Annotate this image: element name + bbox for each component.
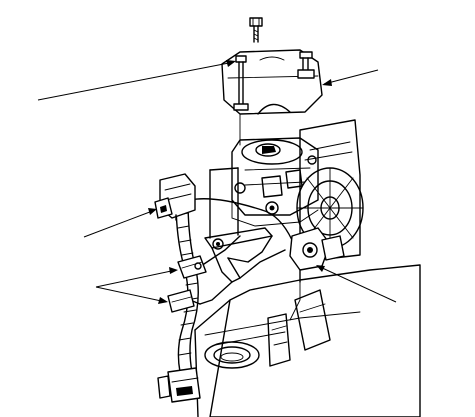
leader-clamp-upper [95,269,177,288]
leader-bracket [317,265,397,303]
leader-connector [83,209,156,238]
clamp-bracket [189,167,286,305]
sensor-unit [289,227,345,283]
leader-clamp-lower [95,286,167,303]
distributor-body [231,137,319,227]
leader-cover [323,69,379,85]
distributor-cover [221,49,323,146]
wire-harness [175,198,301,373]
cover-mounting-bolt [249,17,263,43]
cover-bolt-right [297,51,315,79]
harness-clamp-lower [167,289,195,313]
harness-connector [154,173,196,221]
leader-cover-bolt [37,61,235,101]
cover-bolt-left [233,55,249,111]
oil-filler-ring [204,341,260,369]
lower-connector [157,367,201,403]
engine-block [194,264,421,417]
callout-leaders [37,60,397,304]
harness-clamps [167,255,207,313]
harness-clamp-upper [177,255,207,279]
